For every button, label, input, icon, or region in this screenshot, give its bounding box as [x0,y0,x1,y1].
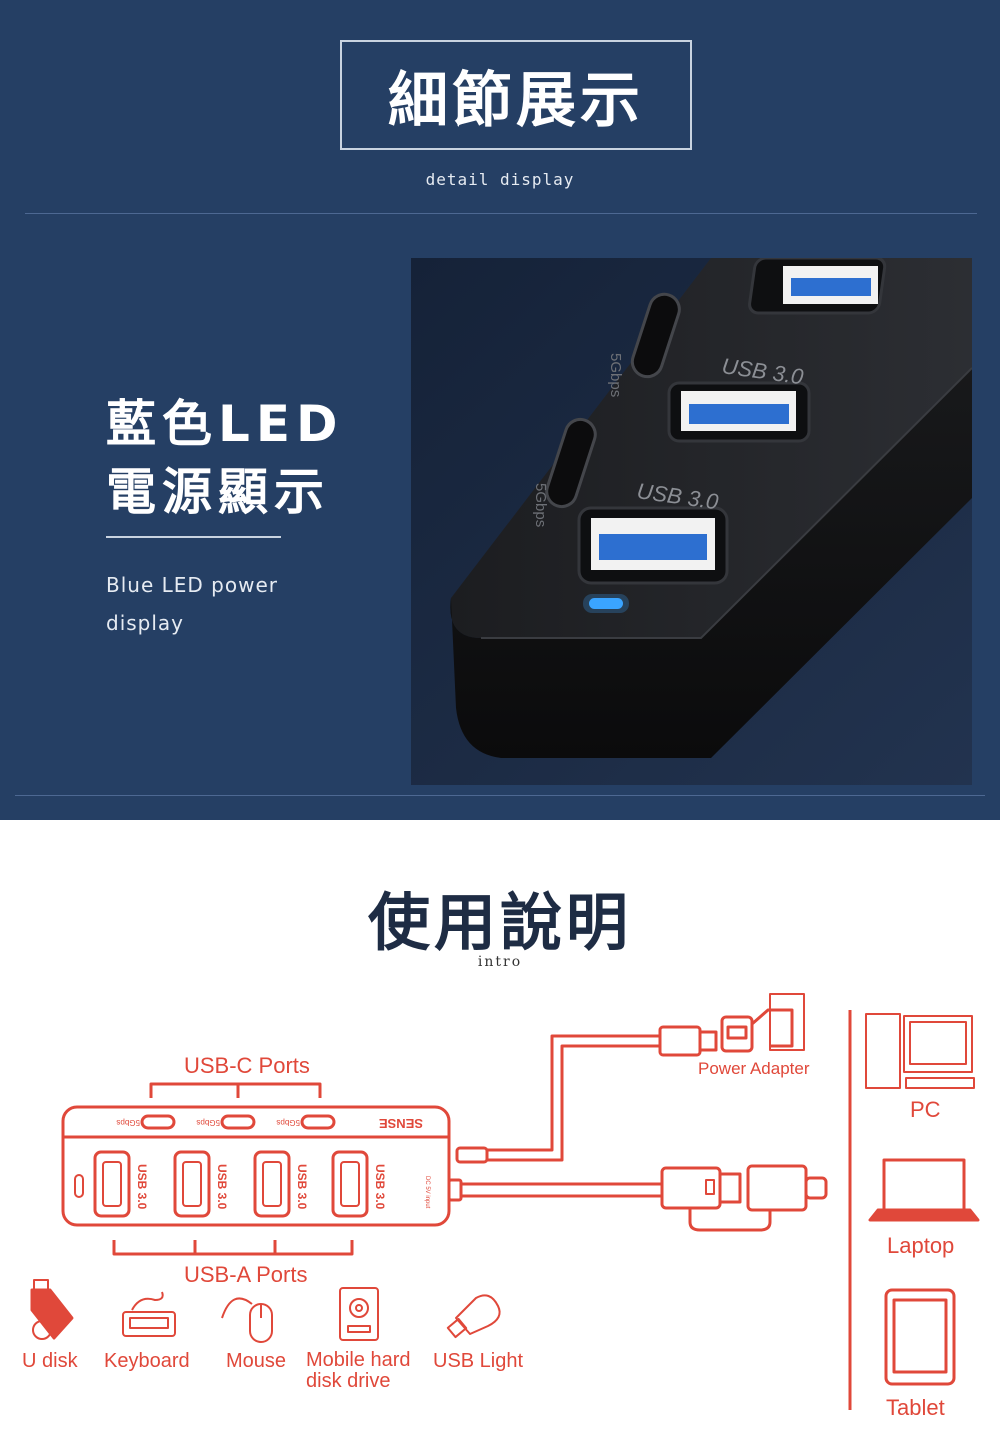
detail-section: 細節展示 detail display 藍色LED 電源顯示 Blue LED … [0,0,1000,820]
detail-title-box: 細節展示 [340,40,692,150]
hub-photo-image: USB 3.0 USB 3.0 5Gbps 5Gbps [411,258,972,785]
device-label-u-disk: U disk [22,1350,78,1372]
usb-a-bracket [112,1240,354,1256]
usb-c-bracket [149,1082,322,1098]
led-divider [106,536,281,538]
photo-label-speed-2: 5Gbps [532,483,549,527]
detail-subtitle: detail display [425,170,575,189]
hub-usba-label-2: USB 3.0 [215,1164,229,1210]
detail-title: 細節展示 [388,65,644,136]
hub-photo: USB 3.0 USB 3.0 5Gbps 5Gbps [411,258,972,785]
device-label-keyboard: Keyboard [104,1350,190,1372]
pc-icon [865,1013,975,1089]
intro-title: 使用說明 [367,886,632,959]
photo-usb-a-port-2 [667,381,811,443]
hub-usba-label-1: USB 3.0 [135,1164,149,1210]
led-title-line1: 藍色LED [106,395,344,453]
led-title-line2: 電源顯示 [106,463,330,521]
led-description: Blue LED power display [106,573,278,635]
device-label-pc: PC [910,1097,941,1122]
usb-c-ports-label: USB-C Ports [184,1053,310,1078]
hub-usba-label-4: USB 3.0 [373,1164,387,1210]
device-label-mouse: Mouse [226,1350,287,1372]
device-label-laptop: Laptop [887,1233,955,1258]
hub-usbc-speed-3: 5Gbps [276,1118,300,1127]
divider-top [25,213,977,214]
u-disk-icon [30,1279,74,1340]
mouse-icon [221,1297,273,1343]
photo-usb-c-port-1 [630,292,681,379]
laptop-icon [868,1158,980,1222]
hub-dc-label: DC 5V input [424,1176,430,1209]
power-adapter-label: Power Adapter [698,1059,810,1078]
blue-led-indicator [589,598,623,609]
hub-brand: SENSE [379,1116,423,1131]
device-label-hard-disk: Mobile hard disk drive [306,1349,411,1392]
device-label-usb-light: USB Light [433,1350,524,1372]
hard-disk-icon [339,1287,379,1341]
hub-usbc-speed-1: 5Gbps [116,1118,140,1127]
tablet-icon [884,1288,956,1386]
photo-usb-a-port-3 [577,506,729,585]
intro-subtitle: intro [477,954,523,970]
photo-usb-c-port-2 [545,417,597,509]
divider-bottom [15,795,985,796]
photo-label-speed-1: 5Gbps [607,353,624,397]
hub-body [61,1105,451,1227]
keyboard-icon [122,1291,176,1337]
hub-usba-label-3: USB 3.0 [295,1164,309,1210]
usb-a-ports-label: USB-A Ports [184,1262,308,1287]
usb-light-icon [446,1294,501,1339]
hub-usbc-speed-2: 5Gbps [196,1118,220,1127]
usage-diagram: SENSE 5Gbps 5Gbps 5Gbps USB 3.0 USB 3.0 … [30,993,980,1410]
photo-usb-a-port-1 [748,258,887,315]
device-label-tablet: Tablet [886,1395,945,1420]
